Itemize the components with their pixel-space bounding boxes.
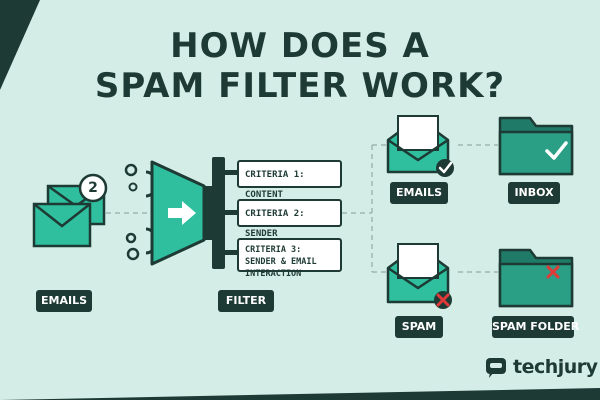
connector-lines (106, 144, 498, 273)
email-envelope-front-icon (32, 202, 92, 248)
criteria-content: CRITERIA 1: CONTENT (237, 160, 342, 200)
arrow-right-icon (168, 201, 196, 225)
spam-x-badge-icon (434, 291, 452, 309)
inbox-folder-icon (498, 116, 574, 176)
email-count-badge (78, 173, 108, 203)
spam-folder-icon (498, 248, 574, 308)
email-count-text: 2 (88, 180, 98, 196)
spam-label: SPAM (395, 316, 443, 338)
title-line-2: SPAM FILTER WORK? (94, 66, 506, 106)
approved-email-icon (386, 115, 450, 174)
emails-output-label: EMAILS (390, 182, 448, 204)
brand-name: techjury (513, 356, 598, 378)
page-title: HOW DOES A SPAM FILTER WORK? (0, 26, 600, 106)
title-line-1: HOW DOES A (170, 26, 430, 66)
filter-label: FILTER (218, 290, 274, 312)
brand-logo: techjury (486, 354, 598, 380)
criteria-sender: CRITERIA 2: SENDER (237, 199, 342, 239)
techjury-logo-icon (486, 358, 506, 378)
emails-input-label: EMAILS (36, 290, 92, 312)
criteria-sender-interaction: CRITERIA 3: SENDER & EMAIL INTERACTION (237, 238, 342, 279)
spam-folder-label: SPAM FOLDER (492, 316, 579, 338)
inbox-label: INBOX (508, 182, 560, 204)
spam-email-icon (386, 243, 450, 304)
check-badge-icon (436, 159, 454, 177)
